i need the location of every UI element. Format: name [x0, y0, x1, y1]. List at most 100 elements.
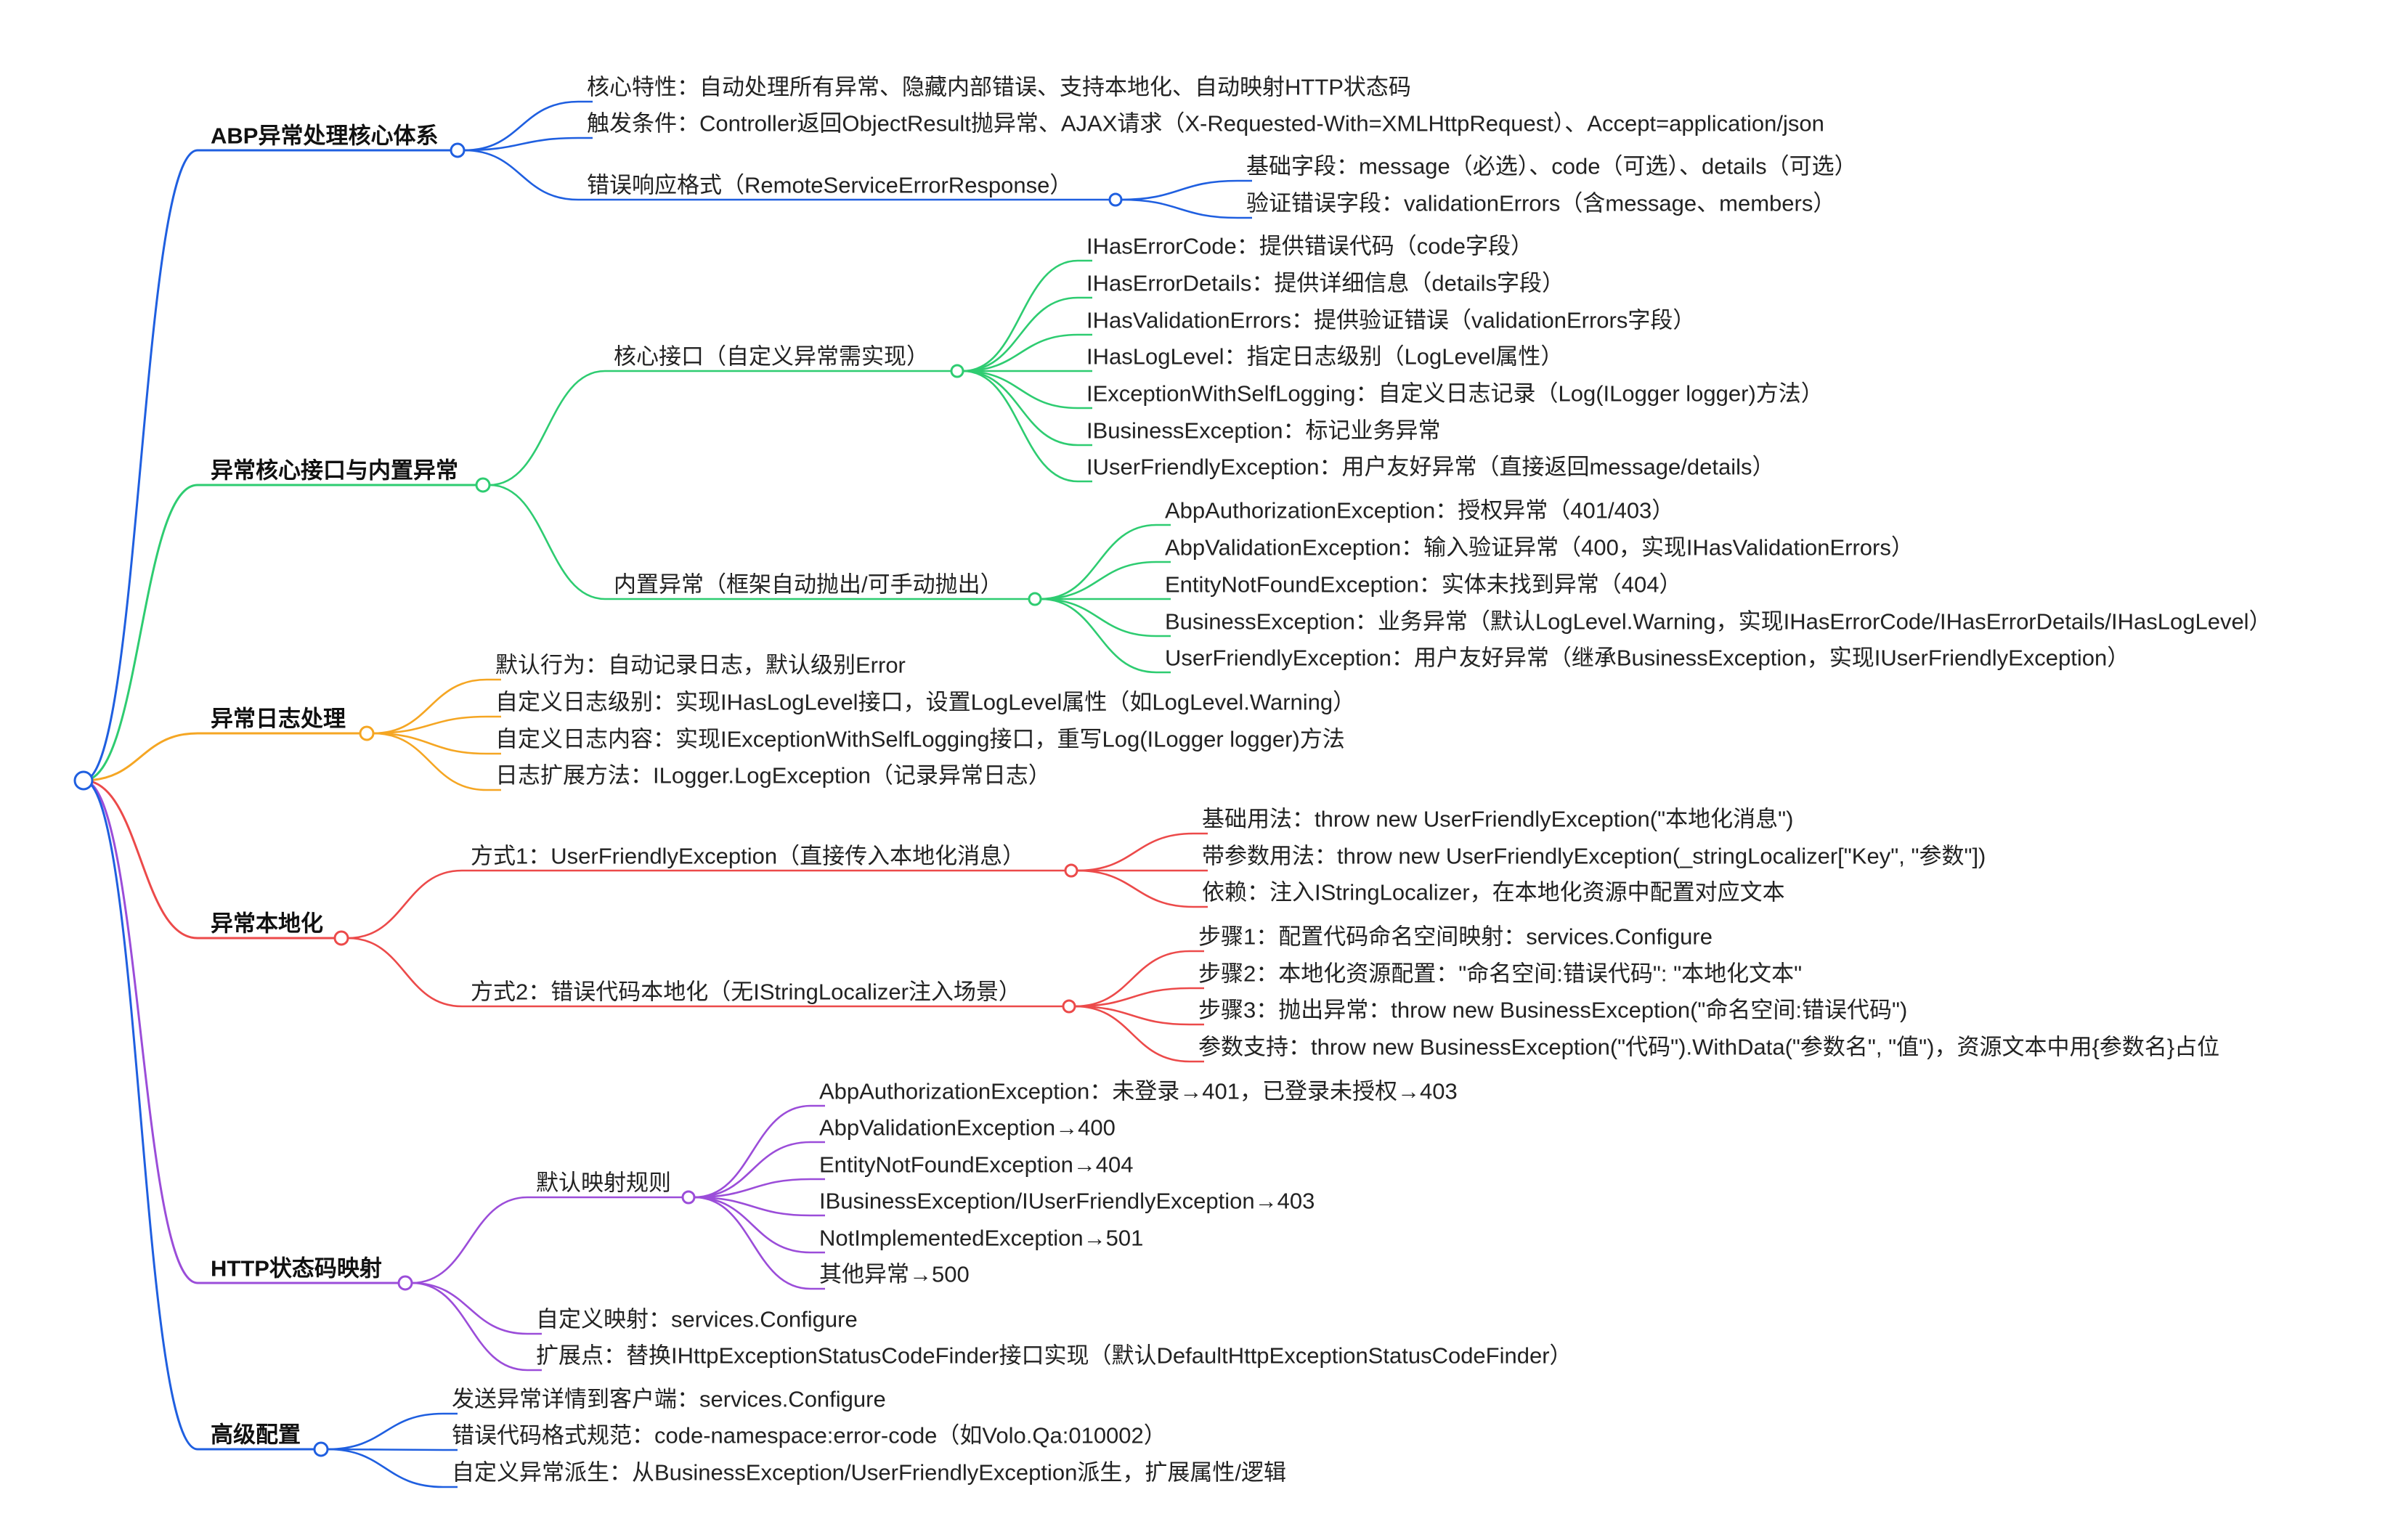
topic-edge [463, 137, 593, 152]
branch-edge [83, 149, 450, 782]
subtopic-node: IBusinessException：标记业务异常 [1086, 417, 1441, 444]
topic-node: 默认映射规则 [536, 1170, 671, 1196]
topic-node: 自定义日志级别：实现IHasLogLevel接口，设置LogLevel属性（如L… [495, 689, 1356, 715]
subtopic-edge [1076, 869, 1208, 908]
topic-connector-circle[interactable] [1062, 999, 1076, 1014]
subtopic-node: IBusinessException/IUserFriendlyExceptio… [819, 1188, 1315, 1214]
topic-edge [411, 1196, 542, 1284]
topic-node: 自定义日志内容：实现IExceptionWithSelfLogging接口，重写… [495, 726, 1345, 752]
subtopic-node: 其他异常→500 [819, 1261, 970, 1287]
topic-node: 错误响应格式（RemoteServiceErrorResponse） [587, 172, 1073, 198]
subtopic-node: 带参数用法：throw new UserFriendlyException(_s… [1202, 843, 1986, 869]
subtopic-node: UserFriendlyException：用户友好异常（继承BusinessE… [1165, 645, 2130, 671]
subtopic-edge [694, 1196, 825, 1217]
subtopic-node: IHasErrorCode：提供错误代码（code字段） [1086, 233, 1533, 259]
subtopic-node: AbpAuthorizationException：未登录→401，已登录未授权… [819, 1078, 1458, 1104]
branch-node: 异常日志处理 [211, 706, 346, 732]
subtopic-node: 依赖：注入IStringLocalizer，在本地化资源中配置对应文本 [1202, 879, 1785, 905]
subtopic-edge [694, 1196, 825, 1254]
topic-edge [373, 732, 501, 791]
subtopic-node: AbpAuthorizationException：授权异常（401/403） [1165, 497, 1675, 523]
topic-edge [411, 1282, 542, 1335]
topic-connector-circle[interactable] [1064, 863, 1078, 878]
subtopic-edge [1074, 950, 1204, 1008]
subtopic-node: AbpValidationException：输入验证异常（400，实现IHas… [1165, 534, 1914, 561]
topic-node: 默认行为：自动记录日志，默认级别Error [495, 652, 906, 678]
branch-edge [83, 779, 314, 1451]
topic-edge [411, 1282, 542, 1372]
branch-node: 高级配置 [211, 1422, 301, 1448]
subtopic-node: AbpValidationException→400 [819, 1115, 1116, 1141]
subtopic-edge [1121, 179, 1252, 201]
topic-edge [327, 1412, 458, 1451]
branch-connector-circle[interactable] [359, 725, 375, 741]
subtopic-edge [962, 296, 1092, 372]
subtopic-node: IUserFriendlyException：用户友好异常（直接返回messag… [1086, 454, 1775, 480]
subtopic-node: 步骤1：配置代码命名空间映射：services.Configure [1198, 924, 1713, 950]
subtopic-edge [962, 370, 1092, 410]
topic-node: 核心接口（自定义异常需实现） [614, 343, 929, 370]
topic-node: 发送异常详情到客户端：services.Configure [452, 1386, 886, 1412]
topic-node: 方式1：UserFriendlyException（直接传入本地化消息） [471, 843, 1025, 869]
topic-edge [373, 715, 501, 735]
topic-node: 错误代码格式规范：code-namespace:error-code（如Volo… [452, 1422, 1166, 1449]
topic-edge [347, 869, 476, 940]
subtopic-edge [1074, 987, 1204, 1008]
topic-node: 扩展点：替换IHttpExceptionStatusCodeFinder接口实现… [536, 1343, 1572, 1369]
topic-node: 方式2：错误代码本地化（无IStringLocalizer注入场景） [471, 979, 1021, 1005]
subtopic-node: EntityNotFoundException→404 [819, 1152, 1134, 1178]
branch-edge [83, 779, 398, 1284]
topic-edge [373, 678, 501, 735]
subtopic-edge [1076, 832, 1208, 872]
subtopic-node: IExceptionWithSelfLogging：自定义日志记录（Log(IL… [1086, 380, 1824, 407]
subtopic-node: NotImplementedException→501 [819, 1225, 1144, 1251]
topic-edge [373, 732, 501, 755]
branch-node: 异常核心接口与内置异常 [211, 457, 458, 484]
branch-connector-circle[interactable] [450, 142, 466, 158]
topic-edge [463, 149, 593, 201]
topic-edge [327, 1448, 458, 1488]
subtopic-edge [694, 1104, 825, 1199]
subtopic-node: 参数支持：throw new BusinessException("代码").W… [1198, 1034, 2220, 1060]
topic-edge [327, 1448, 458, 1451]
subtopic-edge [1040, 523, 1171, 600]
topic-node: 内置异常（框架自动抛出/可手动抛出） [614, 571, 1003, 598]
subtopic-edge [694, 1141, 825, 1199]
subtopic-edge [1040, 598, 1171, 637]
topic-edge [463, 100, 593, 152]
topic-node: 日志扩展方法：ILogger.LogException（记录异常日志） [495, 762, 1051, 789]
branch-connector-circle[interactable] [313, 1441, 329, 1457]
branch-node: ABP异常处理核心体系 [211, 123, 439, 149]
subtopic-node: 基础字段：message（必选）、code（可选）、details（可选） [1246, 153, 1857, 179]
subtopic-edge [1121, 198, 1252, 219]
topic-connector-circle[interactable] [681, 1190, 696, 1205]
branch-edge [83, 779, 334, 940]
topic-edge [347, 937, 476, 1008]
branch-connector-circle[interactable] [475, 477, 491, 493]
branch-edge [83, 732, 359, 782]
subtopic-edge [1040, 561, 1171, 600]
subtopic-edge [694, 1196, 825, 1290]
subtopic-edge [962, 333, 1092, 372]
subtopic-edge [1074, 1005, 1204, 1063]
topic-connector-circle[interactable] [950, 364, 964, 378]
branch-connector-circle[interactable] [397, 1275, 413, 1291]
subtopic-node: 步骤2：本地化资源配置："命名空间:错误代码": "本地化文本" [1198, 961, 1803, 987]
subtopic-node: EntityNotFoundException：实体未找到异常（404） [1165, 571, 1682, 598]
topic-node: 核心特性：自动处理所有异常、隐藏内部错误、支持本地化、自动映射HTTP状态码 [587, 74, 1411, 100]
subtopic-edge [962, 370, 1092, 447]
topic-node: 自定义异常派生：从BusinessException/UserFriendlyE… [452, 1459, 1286, 1486]
branch-node: 异常本地化 [211, 910, 323, 937]
topic-connector-circle[interactable] [1108, 192, 1123, 207]
topic-connector-circle[interactable] [1028, 592, 1042, 606]
subtopic-edge [1074, 1005, 1204, 1026]
subtopic-edge [1040, 598, 1171, 674]
subtopic-edge [962, 259, 1092, 372]
root-connector-circle[interactable] [73, 770, 94, 791]
subtopic-node: 验证错误字段：validationErrors（含message、members… [1246, 190, 1836, 216]
branch-connector-circle[interactable] [333, 930, 349, 946]
topic-edge [489, 370, 619, 486]
subtopic-node: IHasErrorDetails：提供详细信息（details字段） [1086, 270, 1564, 296]
